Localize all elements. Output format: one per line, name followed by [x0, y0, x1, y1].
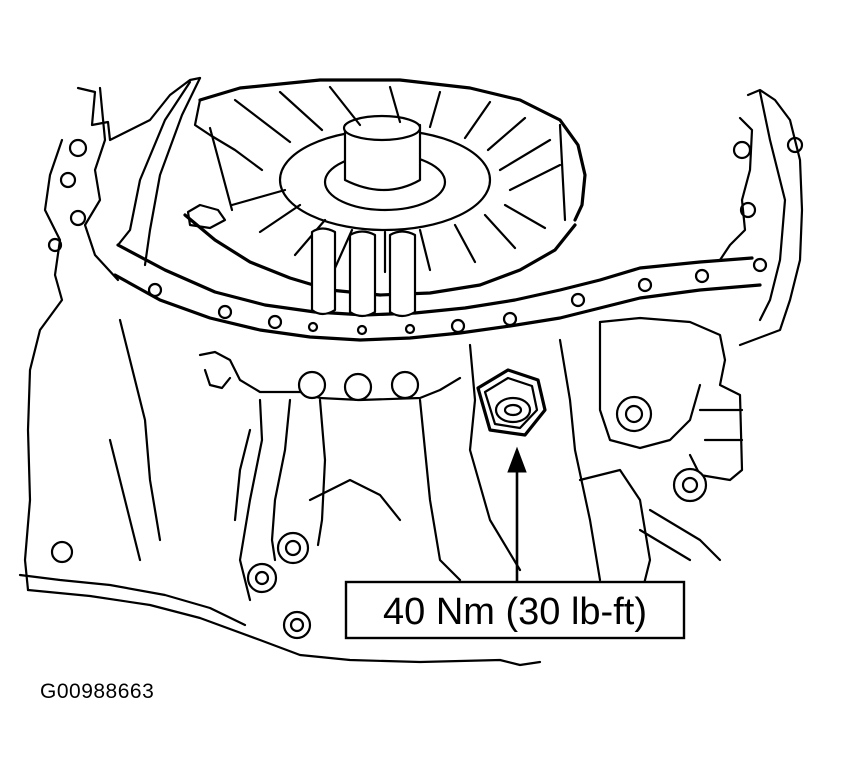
lower-casting [50, 318, 602, 640]
mounting-bracket [578, 316, 744, 602]
housing-outline [18, 76, 804, 667]
finned-drum [183, 78, 587, 318]
figure-id: G00988663 [40, 680, 155, 703]
torque-callout-text: 40 Nm (30 lb-ft) [383, 591, 647, 633]
plug-bolt [476, 368, 547, 437]
callout-arrow [507, 446, 527, 584]
housing-flange [47, 76, 804, 342]
torque-callout: 40 Nm (30 lb-ft) [344, 580, 686, 640]
